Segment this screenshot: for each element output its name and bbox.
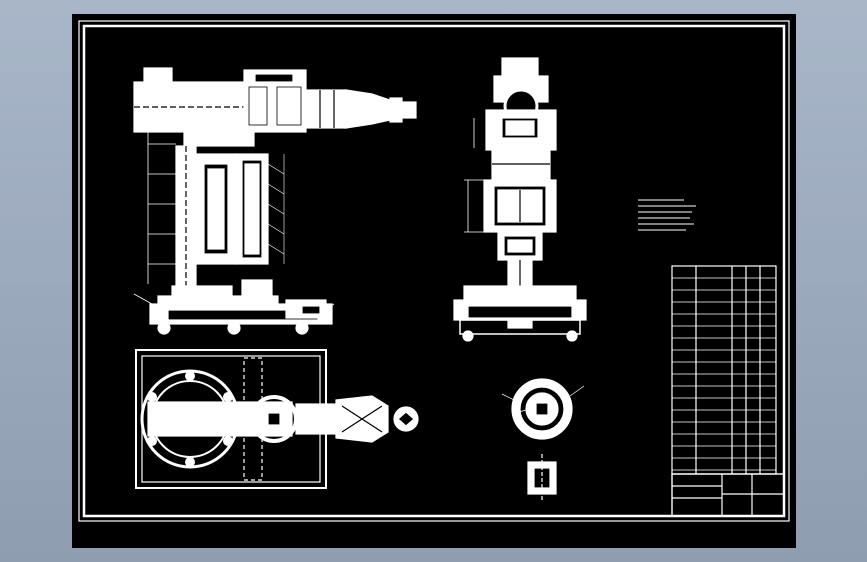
inner-frame bbox=[82, 24, 786, 518]
title-block bbox=[671, 473, 785, 517]
technical-notes bbox=[638, 199, 696, 231]
section-detail-view[interactable] bbox=[501, 378, 585, 500]
front-elevation-view[interactable] bbox=[133, 67, 417, 335]
drawing-sheet bbox=[72, 14, 796, 548]
parts-list-table bbox=[671, 265, 777, 475]
top-plan-view[interactable] bbox=[135, 349, 419, 489]
outer-frame bbox=[78, 20, 790, 522]
side-elevation-view[interactable] bbox=[453, 57, 587, 342]
drawing-canvas bbox=[78, 20, 790, 522]
